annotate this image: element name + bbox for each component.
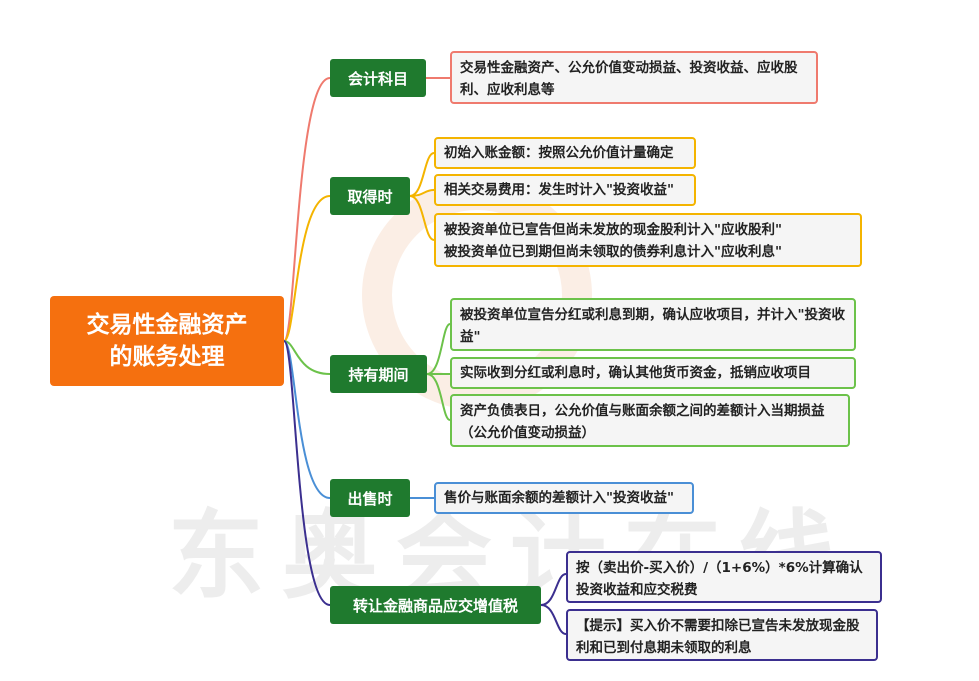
- root-title-line2: 的账务处理: [109, 344, 225, 370]
- branch-accounting-subjects: 会计科目: [330, 59, 426, 97]
- leaf-acquisition-initial-amount: 初始入账金额：按照公允价值计量确定: [434, 137, 696, 169]
- leaf-acquisition-transaction-fees: 相关交易费用：发生时计入"投资收益": [434, 174, 696, 206]
- leaf-holding-balance-sheet-date: 资产负债表日，公允价值与账面余额之间的差额计入当期损益（公允价值变动损益）: [450, 394, 850, 447]
- branch-holding-period: 持有期间: [330, 355, 427, 393]
- connector-branch2-leaf1: [409, 152, 435, 197]
- connector-root-branch2: [283, 195, 331, 342]
- branch-acquisition: 取得时: [330, 177, 410, 215]
- connector-branch3-leaf1: [426, 323, 451, 375]
- root-node: 交易性金融资产 的账务处理: [50, 296, 284, 386]
- connector-branch2-leaf2: [409, 189, 435, 197]
- root-title-line1: 交易性金融资产: [86, 312, 248, 338]
- leaf-holding-declared-dividend: 被投资单位宣告分红或利息到期，确认应收项目，并计入"投资收益": [450, 298, 856, 351]
- branch-vat-on-transfer: 转让金融商品应交增值税: [330, 586, 541, 624]
- connector-branch2-leaf3: [409, 195, 435, 241]
- connector-branch5-leaf1: [540, 573, 567, 606]
- leaf-accounting-subjects: 交易性金融资产、公允价值变动损益、投资收益、应收股利、应收利息等: [450, 51, 818, 104]
- connector-root-branch1: [283, 77, 331, 342]
- connector-branch5-leaf2: [540, 604, 567, 635]
- branch-sale: 出售时: [330, 479, 410, 517]
- leaf-acquisition-dividends-interest: 被投资单位已宣告但尚未发放的现金股利计入"应收股利" 被投资单位已到期但尚未领取…: [434, 213, 862, 267]
- leaf-holding-received-dividend: 实际收到分红或利息时，确认其他货币资金，抵销应收项目: [450, 357, 856, 389]
- leaf-vat-tip: 【提示】买入价不需要扣除已宣告未发放现金股利和已到付息期未领取的利息: [566, 609, 878, 661]
- connector-root-branch3: [283, 340, 331, 375]
- connector-branch3-leaf3: [426, 373, 451, 421]
- connector-root-branch5: [283, 340, 331, 606]
- leaf-sale-difference: 售价与账面余额的差额计入"投资收益": [434, 482, 694, 514]
- leaf-vat-calculation: 按（卖出价-买入价）/（1+6%）*6%计算确认投资收益和应交税费: [566, 551, 882, 603]
- connector-root-branch4: [283, 340, 331, 499]
